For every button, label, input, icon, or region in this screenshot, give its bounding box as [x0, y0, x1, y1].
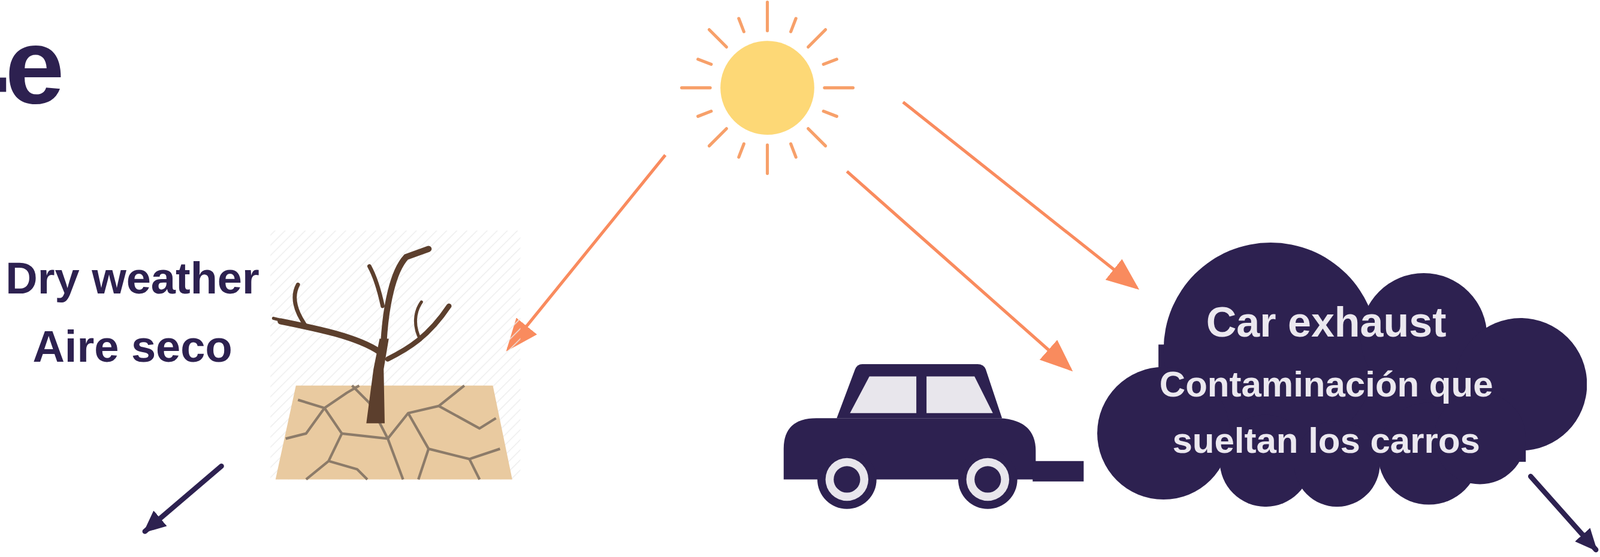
hatch-background — [270, 230, 521, 480]
ground-cracks — [387, 385, 465, 440]
car-wheel — [833, 466, 860, 493]
sun-rays — [738, 143, 745, 158]
outgoing-arrows — [1530, 476, 1596, 551]
ground-cracks — [285, 408, 325, 439]
sun-arrows — [508, 155, 666, 350]
car-wheel — [974, 466, 1001, 493]
exhaust-cloud: Car exhaustContaminación que sueltan los… — [1097, 242, 1587, 507]
dead-tree — [415, 302, 422, 340]
ground-cracks — [328, 461, 368, 480]
ground-cracks — [469, 459, 480, 480]
ground-cracks — [418, 448, 429, 480]
dry-ground-illustration — [270, 230, 521, 480]
car-wheel — [966, 458, 1010, 502]
ground-cracks — [408, 413, 500, 460]
sun-disc — [720, 40, 815, 135]
sun-rays — [765, 2, 769, 32]
ground-cracks — [285, 385, 501, 480]
sun-rays — [681, 2, 853, 174]
cracked-ground — [275, 385, 513, 480]
car — [783, 364, 1085, 510]
sun-arrows — [508, 101, 1137, 370]
ground-cracks — [297, 400, 342, 480]
sun-rays — [765, 145, 769, 174]
sun-rays — [824, 86, 854, 90]
tree-trunk — [366, 338, 389, 424]
sun-rays — [738, 18, 745, 32]
outgoing-arrows — [145, 466, 222, 532]
sun-rays — [681, 86, 711, 90]
sun-rays — [698, 111, 712, 117]
outgoing-arrows — [145, 466, 1596, 551]
sun-arrows — [846, 171, 1071, 370]
label-text: Aire seco — [32, 324, 232, 370]
car-wheel — [825, 458, 869, 502]
car-wheel — [817, 450, 877, 510]
sun-arrows — [903, 101, 1137, 288]
node-body: Contaminación que sueltan los carros — [1146, 356, 1506, 470]
sun-rays — [808, 128, 826, 147]
dead-tree — [369, 266, 383, 307]
car-window — [849, 376, 917, 413]
sun — [681, 2, 853, 174]
ground-cracks — [341, 433, 403, 480]
node-heading: Car exhaust — [1206, 297, 1447, 348]
dead-tree — [273, 318, 290, 323]
label-text: Dry weather — [5, 256, 260, 301]
sun-rays — [808, 29, 826, 48]
car-cabin — [836, 364, 1002, 419]
car-window — [926, 376, 993, 413]
dead-tree — [280, 321, 380, 353]
sun-rays — [708, 128, 727, 147]
sun-rays — [823, 111, 837, 117]
sun-rays — [791, 18, 797, 32]
dead-tree — [294, 284, 307, 327]
sun-rays — [708, 29, 727, 48]
dead-tree — [383, 249, 429, 344]
sun-rays — [791, 143, 797, 158]
exhaust-pipe — [1032, 461, 1084, 482]
car-wheel — [958, 450, 1018, 510]
heading-fragment: e — [5, 13, 65, 120]
sun-rays — [698, 59, 712, 65]
sun-rays — [823, 59, 837, 65]
ground-cracks — [438, 406, 496, 429]
dead-tree — [273, 249, 449, 360]
